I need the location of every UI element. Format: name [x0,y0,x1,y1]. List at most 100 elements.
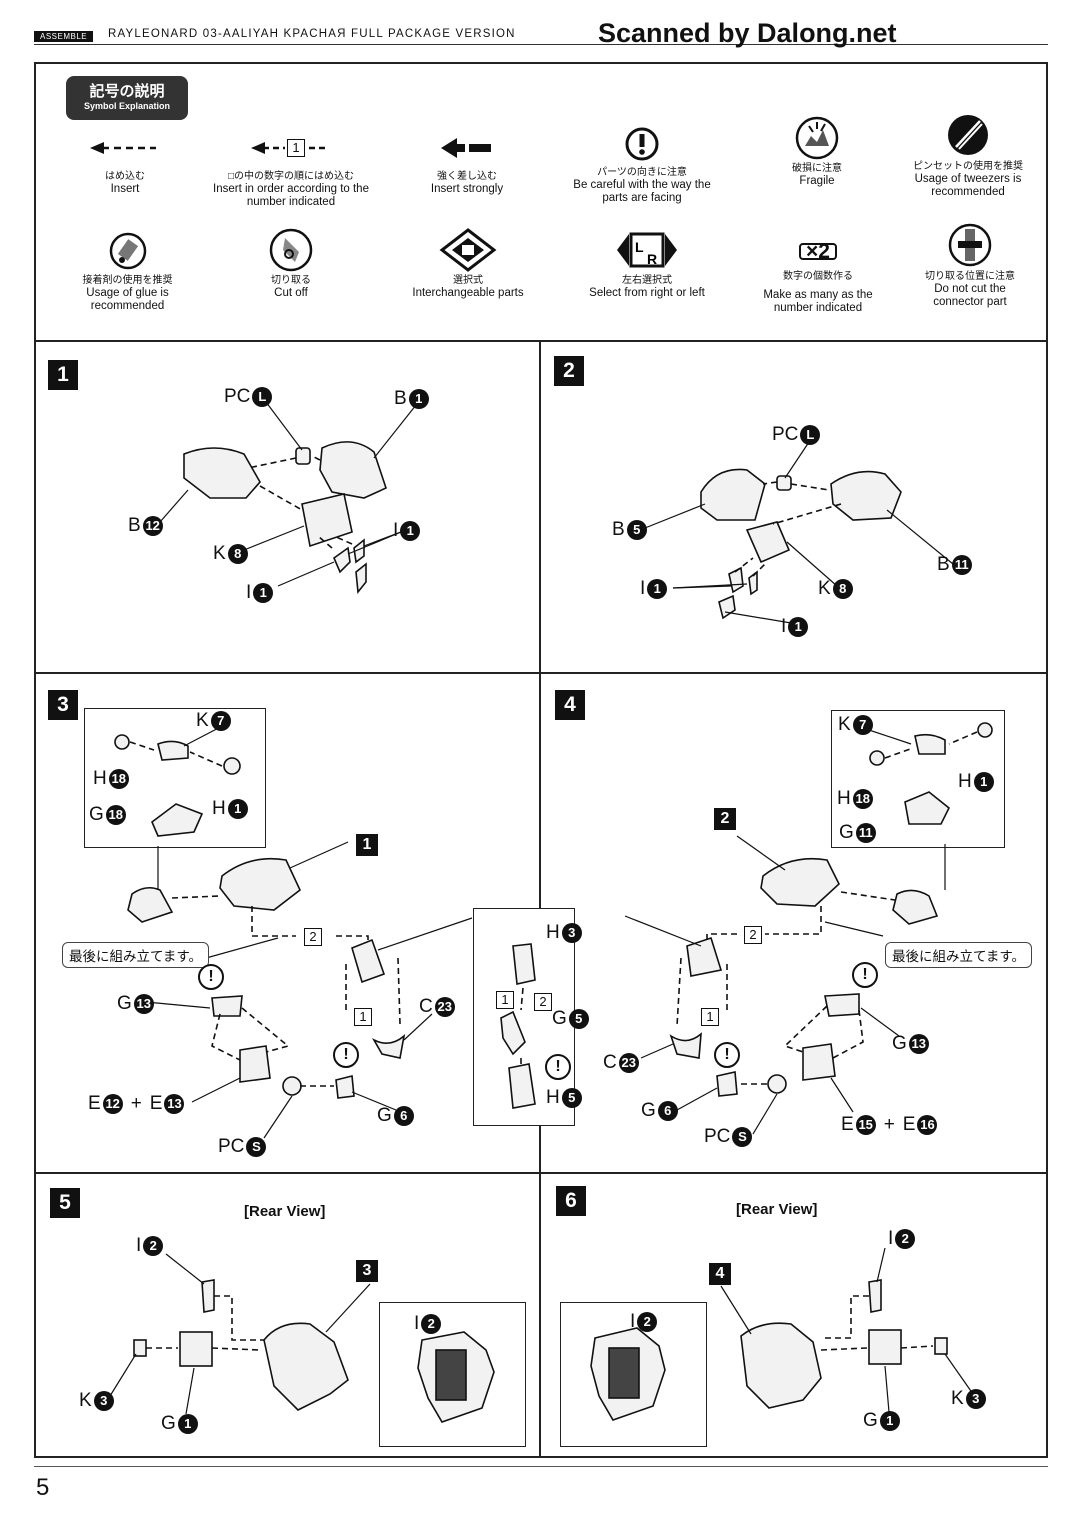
symbol-en: Cut off [274,287,308,299]
symbol-jp: 接着剤の使用を推奨 [82,275,173,286]
step-2-number: 2 [554,356,584,386]
step-3-number: 3 [48,690,78,720]
svg-text:L: L [635,239,644,255]
step-6-number: 6 [556,1186,586,1216]
step-5-panel [34,1174,541,1458]
symbol-en: Insert strongly [430,183,504,195]
order-1: 1 [354,1008,372,1026]
watermark-text: Scanned by Dalong.net [598,18,897,48]
step-1-number: 1 [48,360,78,390]
step-2-diagram [644,441,954,625]
symbol-en: Be careful with the way the parts are fa… [573,179,711,204]
instruction-frame [34,62,1048,1458]
symbol-en: Do not cut the connector part [933,283,1007,308]
caution-icon: ! [852,962,878,988]
symbol-jp: ピンセットの使用を推奨 [913,161,1023,172]
caution-icon: ! [714,1042,740,1068]
caution-icon [572,124,712,164]
step-2-panel [541,342,1048,674]
step-6-diagram [590,1247,974,1421]
glue-icon [70,230,185,272]
symbol-en: Usage of tweezers is recommended [914,173,1022,198]
symbol-en: Select from right or left [589,287,705,299]
step-4-diagram [624,722,993,1135]
symbol-jp: 破損に注意 [792,163,842,174]
legend-title-jp: 記号の説明 [89,83,165,100]
cut-off-icon [245,228,337,272]
caution-icon: ! [333,1042,359,1068]
rear-view-label: [Rear View] [244,1203,326,1220]
ref-step-3: 3 [356,1260,378,1282]
kit-title: RAYLEONARD 03-AALIYAH KPACHAЯ FULL PACKA… [108,28,516,40]
symbol-en: Make as many as the number indicated [763,289,873,314]
order-2: 2 [304,928,322,946]
symbol-en: Interchangeable parts [412,287,524,299]
do-not-cut-icon [918,222,1022,268]
step-5-diagram [109,1253,495,1423]
symbol-en: Insert in order according to the number … [213,183,369,208]
caution-icon: ! [198,964,224,990]
ref-step-4: 4 [709,1263,731,1285]
footer-rule [34,1466,1048,1467]
step-4-panel [541,674,1048,1174]
order-number: 1 [287,139,305,157]
legend-symbol-order: 1 □の中の数字の順にはめ込む Insert in order accordin… [212,128,370,209]
rear-view-label: [Rear View] [736,1201,818,1218]
symbol-en: Usage of glue is recommended [86,287,169,312]
legend-symbol-interchangeable: 選択式 Interchangeable parts [403,228,533,300]
shared-inset-diagram [500,943,536,1109]
order-1: 1 [701,1008,719,1026]
symbol-jp: 切り取る [271,275,311,286]
symbol-jp: □の中の数字の順にはめ込む [227,171,355,182]
multiply-icon: ×2 [758,234,878,268]
fragile-icon [767,116,867,160]
symbol-legend [34,62,1048,342]
order-2: 2 [744,926,762,944]
legend-symbol-cut-off: 切り取る Cut off [245,228,337,300]
legend-symbol-caution: パーツの向きに注意 Be careful with the way the pa… [572,124,712,205]
legend-symbol-glue: 接着剤の使用を推奨 Usage of glue is recommended [70,230,185,313]
symbol-jp: 左右選択式 [622,275,672,286]
symbol-en: Insert [110,183,140,195]
caution-icon: ! [545,1054,571,1080]
order-2: 2 [534,993,552,1011]
header-rule [34,44,1048,45]
assemble-tag: ASSEMBLE [34,31,94,42]
tweezers-icon [908,112,1028,158]
